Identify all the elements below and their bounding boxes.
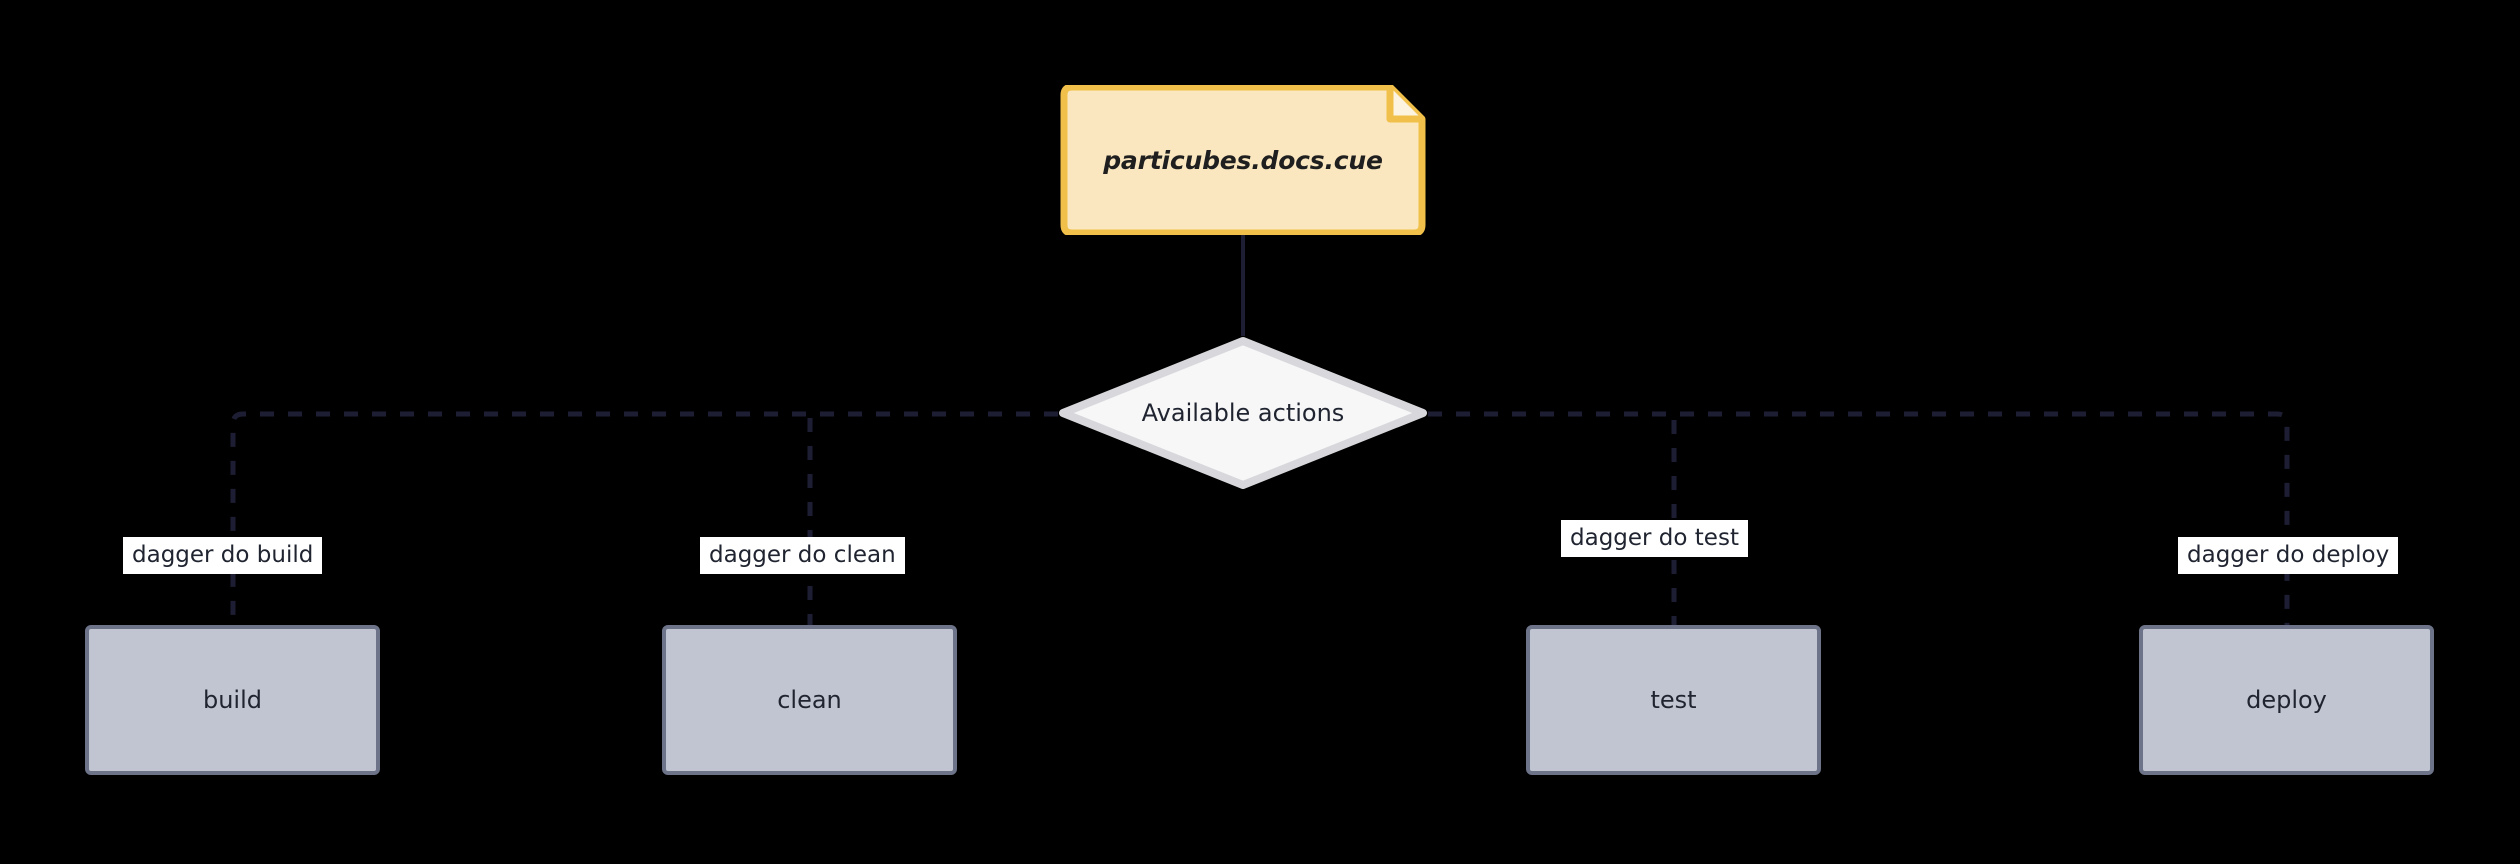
edge-label-build: dagger do build bbox=[123, 537, 323, 574]
decision-node-available-actions[interactable]: Available actions bbox=[1058, 336, 1428, 490]
note-shape-icon bbox=[1060, 85, 1426, 235]
action-node-clean[interactable]: clean bbox=[662, 625, 957, 775]
edge-label-test: dagger do test bbox=[1561, 520, 1748, 557]
diamond-shape-icon bbox=[1059, 337, 1427, 489]
edge-label-clean: dagger do clean bbox=[700, 537, 905, 574]
note-label: particubes.docs.cue bbox=[1103, 145, 1383, 175]
action-node-label: clean bbox=[777, 686, 842, 714]
note-node-cue-file[interactable]: particubes.docs.cue bbox=[1060, 85, 1426, 235]
decision-label: Available actions bbox=[1141, 399, 1345, 427]
action-node-label: deploy bbox=[2246, 686, 2327, 714]
edge-decision-to-build bbox=[230, 411, 1058, 625]
action-node-deploy[interactable]: deploy bbox=[2139, 625, 2434, 775]
edge-decision-to-deploy bbox=[1428, 411, 2290, 625]
action-node-build[interactable]: build bbox=[85, 625, 380, 775]
action-node-label: test bbox=[1650, 686, 1697, 714]
action-node-test[interactable]: test bbox=[1526, 625, 1821, 775]
edge-decision-to-clean bbox=[807, 411, 1058, 625]
edge-label-deploy: dagger do deploy bbox=[2178, 537, 2399, 574]
action-node-label: build bbox=[202, 686, 262, 714]
